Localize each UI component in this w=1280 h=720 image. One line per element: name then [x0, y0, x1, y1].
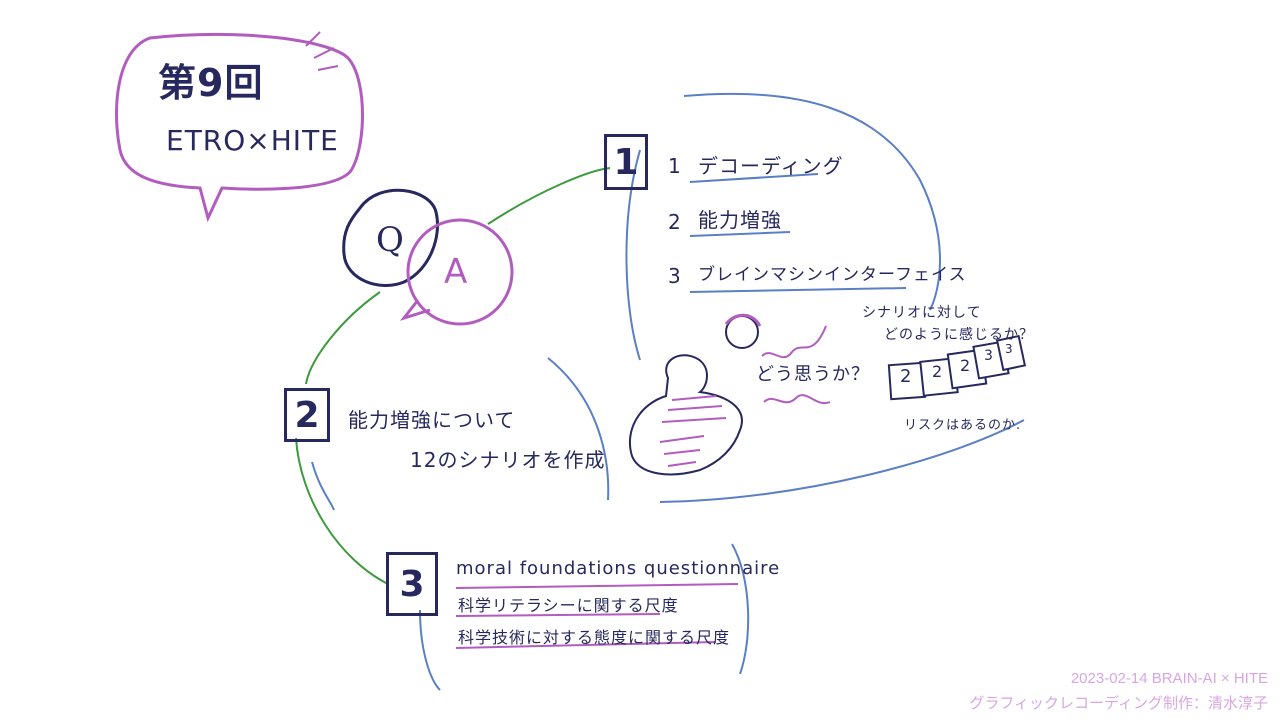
- section3-frame: [419, 543, 750, 691]
- footer-date-line: 2023-02-14 BRAIN-AI × HITE: [1070, 670, 1268, 687]
- s1-item3-text: ブレインマシンインターフェイス: [698, 265, 967, 285]
- risk-text: リスクはあるのか.: [904, 418, 1022, 433]
- green-connector-path: [295, 167, 611, 585]
- footer-credit-line: グラフィックレコーディング制作：清水淳子: [969, 695, 1268, 712]
- scenario-question-line2: どのように感じるか？: [884, 327, 1034, 343]
- s3-line2-underline: [455, 613, 661, 617]
- card-label-1: 2: [900, 366, 913, 387]
- s1-item1-num: 1: [668, 154, 682, 178]
- section2-number: 2: [284, 388, 330, 442]
- a-speech-bubble: [406, 218, 514, 326]
- s1-item1-text: デコーディング: [698, 154, 844, 178]
- title-speech-bubble: [115, 32, 364, 223]
- a-label: A: [444, 252, 469, 292]
- section1-frame: [625, 92, 1025, 503]
- person-shading: [659, 395, 727, 467]
- person-figure: [628, 354, 743, 476]
- section3-line2: 科学リテラシーに関する尺度: [458, 596, 679, 615]
- s3-line3-underline: [455, 641, 717, 649]
- s3-line1-underline: [455, 583, 739, 589]
- wave-line-2: [763, 394, 831, 405]
- section1-number: 1: [604, 134, 648, 190]
- section3-number: 3: [386, 552, 438, 616]
- s1-item2-text: 能力増強: [698, 208, 782, 232]
- section2-line2: 12のシナリオを作成: [410, 448, 606, 472]
- scenario-cards: [887, 334, 1027, 401]
- how-do-you-think-text: どう思うか？: [756, 364, 870, 385]
- a-bubble-tail: [399, 299, 431, 321]
- card-label-2: 2: [932, 362, 944, 381]
- title-session: 第9回: [158, 61, 264, 105]
- card-label-4: 3: [984, 348, 994, 364]
- title-subtitle: ETRO×HITE: [166, 124, 339, 157]
- item1-underline: [689, 173, 819, 183]
- s1-item3-num: 3: [668, 264, 682, 288]
- section2-line1: 能力増強について: [348, 408, 516, 432]
- q-label: Q: [376, 220, 405, 260]
- title-spark-lines: [305, 31, 339, 71]
- scenario-question-line1: シナリオに対して: [862, 305, 982, 321]
- section2-frame: [311, 357, 610, 511]
- item2-underline: [689, 231, 791, 237]
- card-label-3: 2: [960, 356, 972, 375]
- section3-line3: 科学技術に対する態度に関する尺度: [458, 628, 731, 647]
- s1-item2-num: 2: [668, 210, 682, 234]
- head-device-band: [724, 313, 762, 327]
- section3-line1: moral foundations questionnaire: [456, 558, 781, 579]
- card-label-5: 3: [1005, 342, 1014, 356]
- item3-underline: [689, 287, 907, 293]
- wave-line-1: [761, 325, 827, 359]
